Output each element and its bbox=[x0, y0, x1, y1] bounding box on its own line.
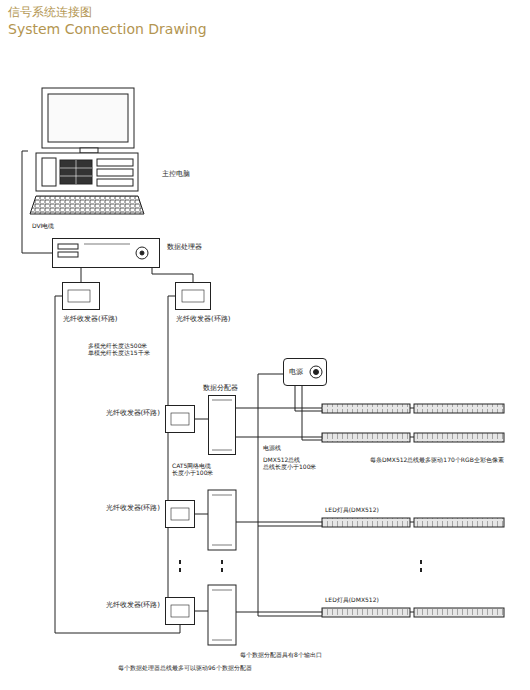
cable-connector bbox=[168, 528, 169, 597]
node-label: 光纤收发器(环路) bbox=[63, 315, 117, 323]
node-label: 数据分配器 bbox=[203, 384, 238, 392]
cable-connector bbox=[22, 151, 52, 253]
cable-connector bbox=[168, 296, 175, 405]
cable-connector bbox=[81, 268, 82, 282]
led-fixture-label: LED灯具(DMX512) bbox=[325, 506, 379, 513]
node-label: 数据处理器 bbox=[167, 243, 202, 251]
cat5-note: CAT5网络电缆 长度小于100米 bbox=[172, 462, 213, 476]
data-distributor: 数据分配器 bbox=[208, 395, 236, 455]
node-label: 主控电脑 bbox=[162, 170, 190, 178]
node-label: 光纤收发器(环路) bbox=[106, 409, 160, 417]
diagram-title: 信号系统连接图 bbox=[8, 4, 92, 21]
fiber-transceiver: 光纤收发器(环路) bbox=[165, 597, 195, 625]
node-label: 光纤收发器(环路) bbox=[106, 504, 160, 512]
cable-connector bbox=[195, 419, 208, 420]
power-supply: 电源 bbox=[283, 358, 327, 386]
power-line-label: 电源线 bbox=[263, 444, 281, 451]
led-fixture-label: LED灯具(DMX512) bbox=[325, 596, 379, 603]
main-computer: 主控电脑 bbox=[28, 86, 146, 216]
fiber-transceiver: 光纤收发器(环路) bbox=[175, 282, 211, 310]
node-label: 光纤收发器(环路) bbox=[176, 315, 230, 323]
cable-connector bbox=[168, 433, 169, 500]
cable-connector bbox=[152, 268, 193, 282]
fiber-transceiver: 光纤收发器(环路) bbox=[165, 500, 195, 528]
node-label: 电源 bbox=[289, 359, 303, 385]
pixel-capacity-note: 每条DMX512总线最多驱动170个RGB全彩色像素 bbox=[370, 456, 504, 463]
data-processor: 数据处理器 bbox=[52, 238, 160, 268]
distributor-output-note: 每个数据分配器具有8个输出口 bbox=[240, 651, 322, 658]
processor-capacity-note: 每个数据处理器总线最多可以驱动96个数据分配器 bbox=[118, 664, 252, 671]
dmx-bus-note: DMX512总线 总线长度小于100米 bbox=[263, 456, 316, 470]
diagram-subtitle: System Connection Drawing bbox=[8, 21, 207, 37]
cable-note: DVI电缆 bbox=[32, 222, 54, 229]
fiber-transceiver: 光纤收发器(环路) bbox=[165, 405, 195, 433]
cable-connector bbox=[55, 296, 180, 633]
node-label: 光纤收发器(环路) bbox=[106, 601, 160, 609]
fiber-transceiver: 光纤收发器(环路) bbox=[62, 282, 100, 310]
fiber-length-note: 多模光纤长度达500米 单模光纤长度达15千米 bbox=[88, 342, 150, 356]
